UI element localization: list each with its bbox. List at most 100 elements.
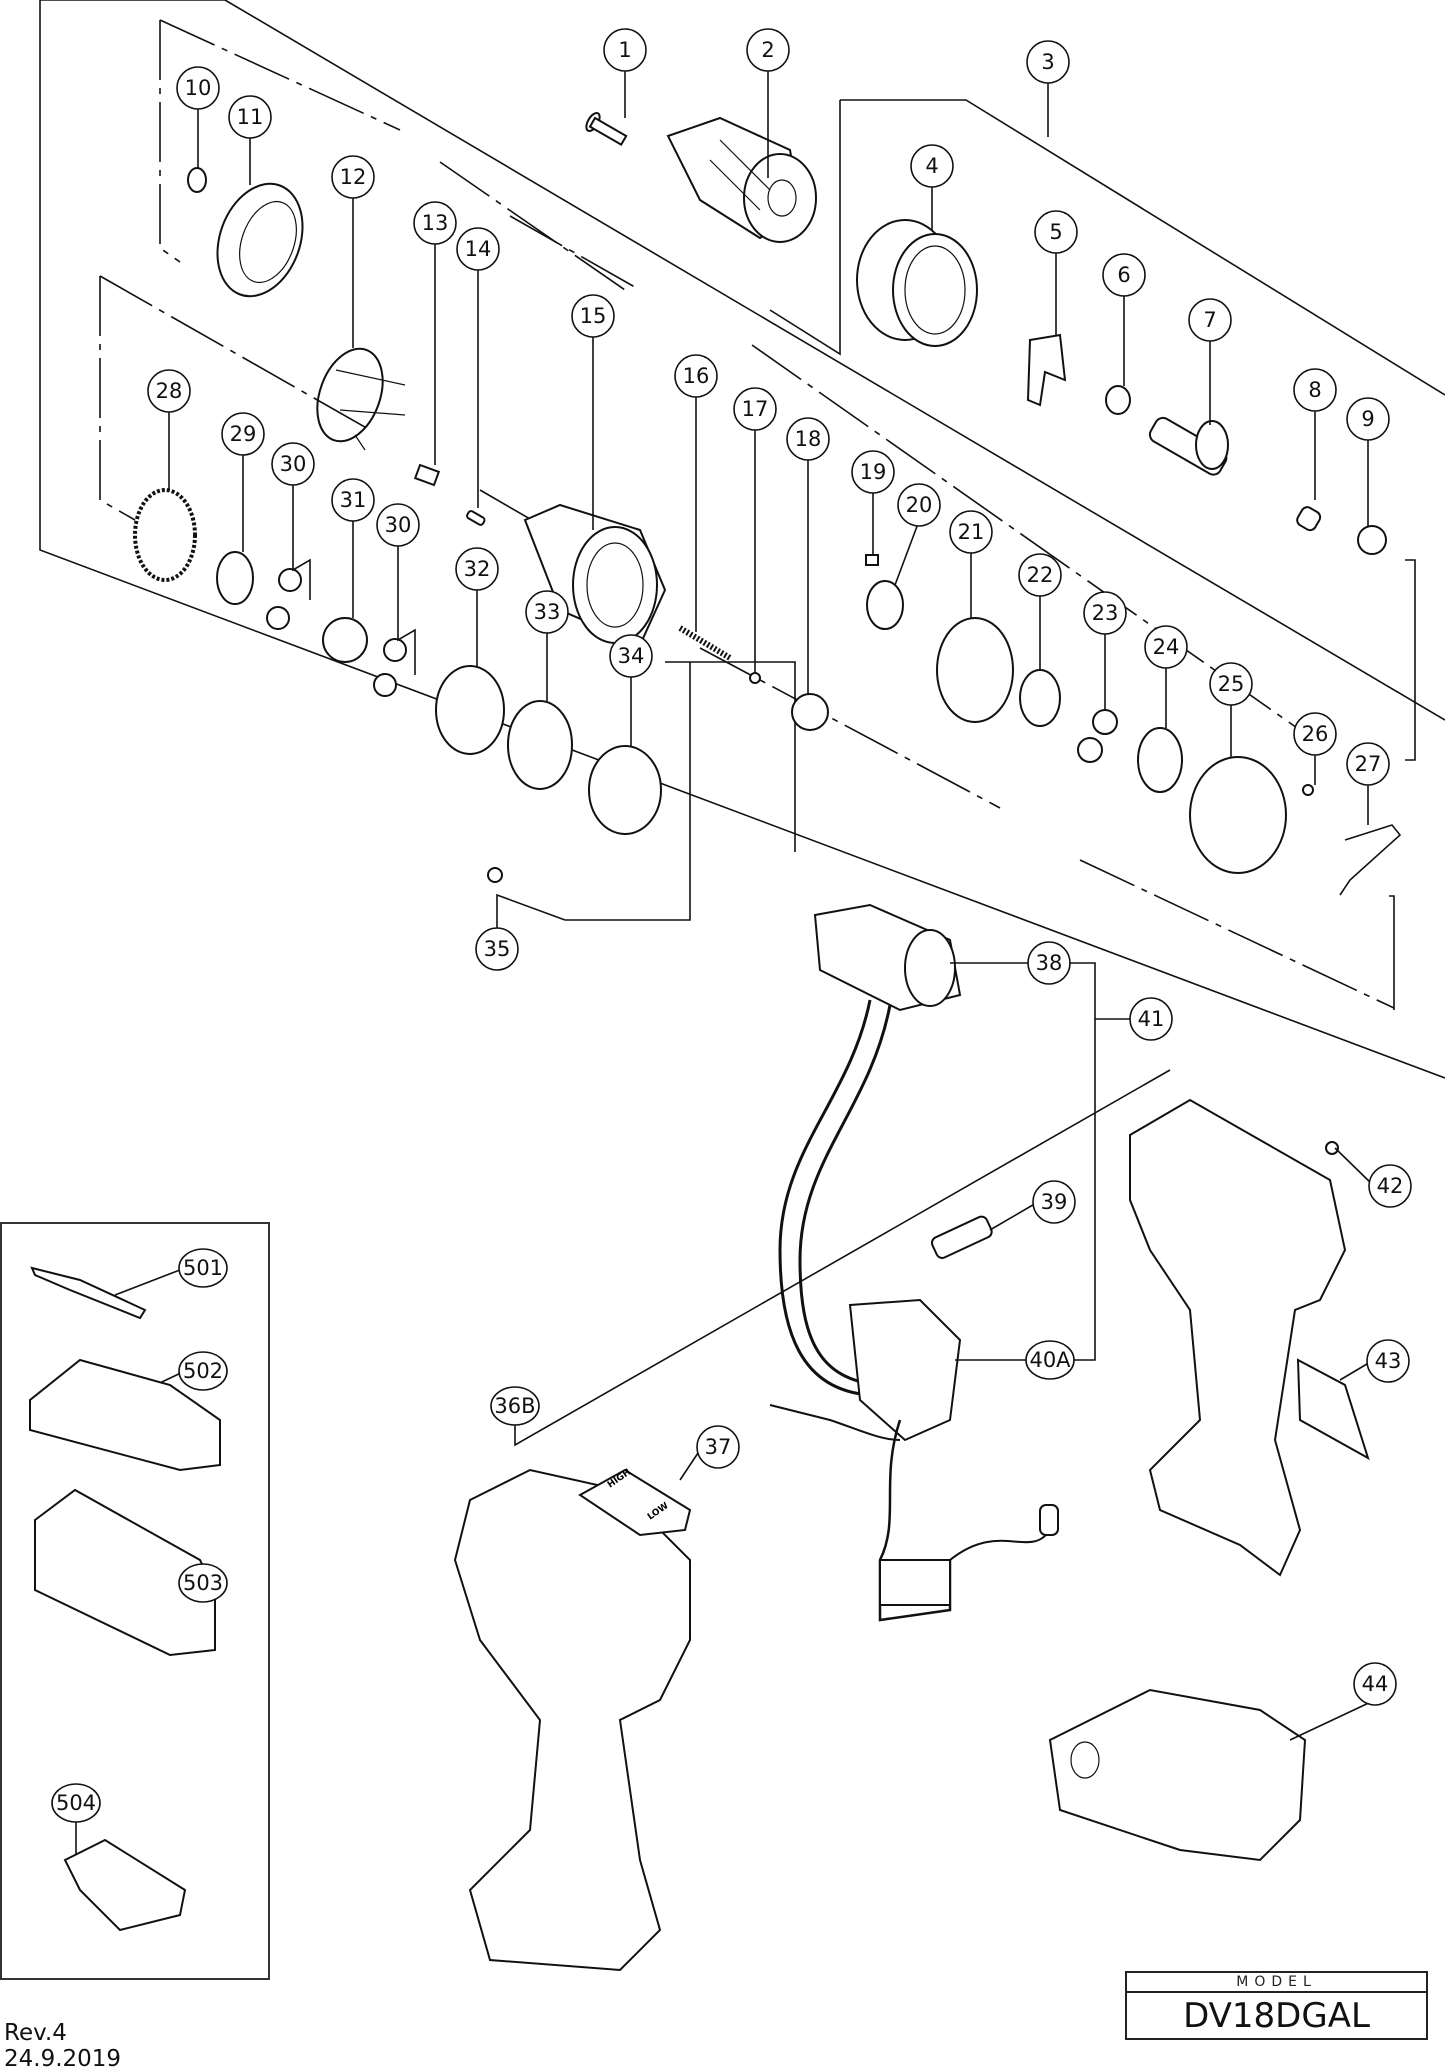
callout-15: 15 (571, 294, 615, 338)
part-1-screw (585, 111, 628, 147)
part-501-bit (30, 1266, 147, 1320)
callout-36B: 36B (490, 1386, 540, 1426)
callout-number: 26 (1302, 722, 1329, 746)
callout-number: 16 (683, 364, 710, 388)
part-19-pin (865, 554, 879, 566)
callout-number: 25 (1218, 672, 1245, 696)
part-25-housing-ring (1189, 756, 1287, 874)
callout-number: 13 (422, 211, 449, 235)
callout-circle (897, 483, 941, 527)
callout-29: 29 (221, 412, 265, 456)
callout-number: 8 (1308, 378, 1321, 402)
callout-circle (910, 144, 954, 188)
callout-circle (1026, 40, 1070, 84)
callout-2: 2 (746, 28, 790, 72)
part-2-chuck (666, 116, 817, 243)
model-box: MODEL DV18DGAL (1125, 1971, 1428, 2040)
callout-circle (1188, 298, 1232, 342)
callout-27: 27 (1346, 742, 1390, 786)
part-27-clip (1339, 824, 1402, 896)
callout-number: 18 (795, 427, 822, 451)
callout-501: 501 (178, 1248, 228, 1288)
callout-19: 19 (851, 450, 895, 494)
callout-number: 38 (1036, 951, 1063, 975)
callout-12: 12 (331, 155, 375, 199)
callout-number: 35 (484, 937, 511, 961)
accessory-box (0, 1222, 270, 1980)
callout-circle (456, 227, 500, 271)
callout-circle (1346, 742, 1390, 786)
callout-circle (331, 478, 375, 522)
callout-21: 21 (949, 510, 993, 554)
callout-number: 502 (183, 1359, 223, 1383)
callout-number: 34 (618, 644, 645, 668)
callout-circle (1102, 253, 1146, 297)
part-14-spring (466, 510, 486, 526)
callout-13: 13 (413, 201, 457, 245)
callout-number: 44 (1362, 1672, 1389, 1696)
callout-circle (455, 547, 499, 591)
callout-number: 27 (1355, 752, 1382, 776)
callout-25: 25 (1209, 662, 1253, 706)
callout-circle (178, 1351, 228, 1391)
callout-circle (1129, 997, 1173, 1041)
callout-number: 23 (1092, 601, 1119, 625)
part-24-washer (1137, 727, 1183, 793)
housing-right-half (1129, 1098, 1347, 1577)
callout-9: 9 (1346, 397, 1390, 441)
callout-32: 32 (455, 547, 499, 591)
part-502-charger (29, 1358, 221, 1472)
revision-number: Rev.4 (4, 2020, 67, 2046)
callout-39: 39 (1032, 1180, 1076, 1224)
part-28-ring-gear (133, 488, 197, 582)
callout-11: 11 (228, 95, 272, 139)
callout-number: 1 (618, 38, 631, 62)
callout-41: 41 (1129, 997, 1173, 1041)
callout-circle (228, 95, 272, 139)
callout-number: 41 (1138, 1007, 1165, 1031)
callout-circle (176, 66, 220, 110)
part-43-label (1296, 1358, 1370, 1461)
part-18-ring (791, 693, 829, 731)
part-22-carrier (1019, 669, 1061, 727)
callout-10: 10 (176, 66, 220, 110)
callout-38: 38 (1027, 941, 1071, 985)
part-8-spring (1296, 506, 1322, 532)
callout-number: 31 (340, 488, 367, 512)
part-13-lock-plate (413, 463, 441, 487)
callout-circle (1083, 591, 1127, 635)
callout-14: 14 (456, 227, 500, 271)
callout-37: 37 (696, 1425, 740, 1469)
callout-circle (51, 1783, 101, 1823)
callout-number: 24 (1153, 635, 1180, 659)
callout-number: 11 (237, 105, 264, 129)
callout-number: 503 (183, 1571, 223, 1595)
leader-lines (75, 66, 1376, 1860)
callout-number: 504 (56, 1791, 96, 1815)
callout-number: 40A (1029, 1348, 1071, 1372)
callout-circle (1346, 397, 1390, 441)
callout-circle (1293, 368, 1337, 412)
callout-circle (1025, 1340, 1075, 1380)
callout-number: 17 (742, 397, 769, 421)
callout-20: 20 (897, 483, 941, 527)
part-11-ring (216, 182, 304, 298)
callout-number: 4 (925, 154, 938, 178)
callout-circle (147, 369, 191, 413)
part-33-washer (507, 700, 573, 790)
callout-circle (603, 28, 647, 72)
callout-circle (490, 1386, 540, 1426)
callout-43: 43 (1366, 1339, 1410, 1383)
callout-circle (746, 28, 790, 72)
callout-31: 31 (331, 478, 375, 522)
callout-30b: 30 (376, 503, 420, 547)
callout-number: 2 (761, 38, 774, 62)
callout-5: 5 (1034, 210, 1078, 254)
callout-number: 43 (1375, 1349, 1402, 1373)
callout-22: 22 (1018, 553, 1062, 597)
callout-40A: 40A (1025, 1340, 1075, 1380)
callout-number: 15 (580, 304, 607, 328)
callout-number: 39 (1041, 1190, 1068, 1214)
